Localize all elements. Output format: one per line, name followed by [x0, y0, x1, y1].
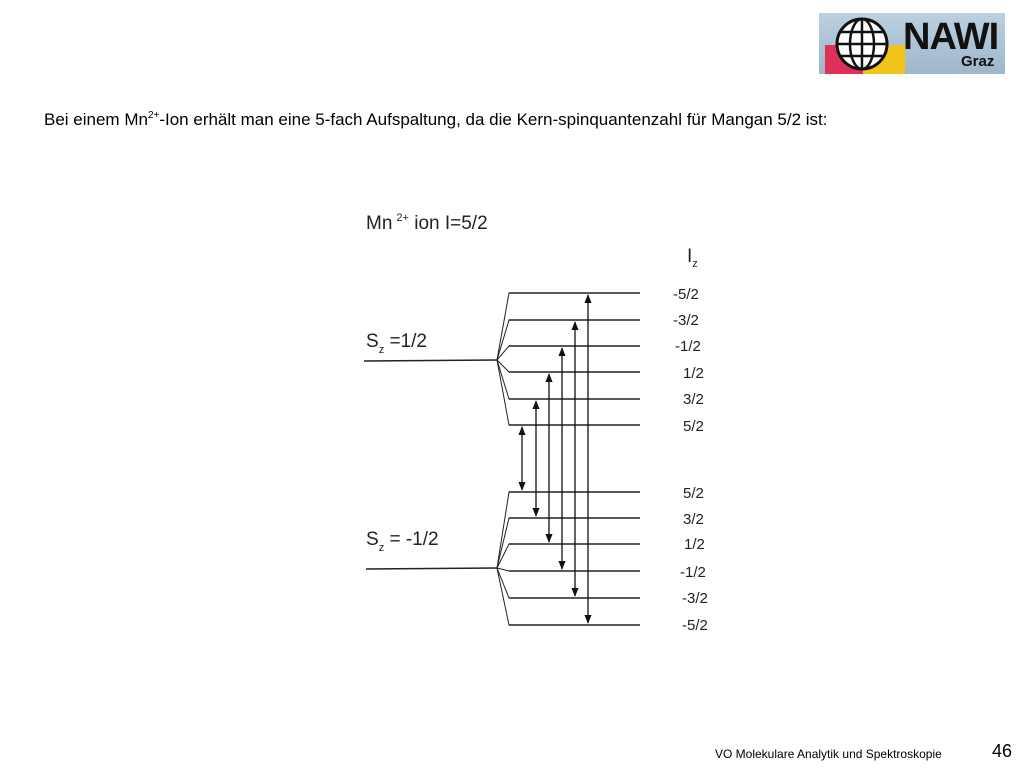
lower-level-label: 5/2 [683, 485, 704, 502]
upper-level-label: 3/2 [683, 391, 704, 408]
logo-subtitle: Graz [961, 53, 995, 70]
lower-level-label: -1/2 [680, 564, 706, 581]
upper-level-labels: -5/2 -3/2 -1/2 1/2 3/2 5/2 [673, 286, 704, 435]
footer-course-title: VO Molekulare Analytik und Spektroskopie [715, 747, 942, 761]
upper-level-label: 5/2 [683, 418, 704, 435]
lower-level-label: -3/2 [682, 590, 708, 607]
nawi-graz-logo: NAWI Graz [819, 13, 1005, 74]
transition-arrows [518, 294, 592, 624]
iz-column-header: Iz [687, 246, 698, 270]
upper-sz-label: Sz =1/2 [366, 331, 427, 356]
headline-post: -Ion erhält man eine 5-fach Aufspaltung,… [159, 110, 828, 129]
headline-sup: 2+ [147, 110, 160, 121]
upper-level-label: -1/2 [675, 338, 701, 355]
lower-level-labels: 5/2 3/2 1/2 -1/2 -3/2 -5/2 [680, 485, 708, 634]
upper-baseline [363, 359, 498, 362]
lower-level-label: -5/2 [682, 617, 708, 634]
lower-sz-label: Sz = -1/2 [366, 529, 439, 554]
page-number: 46 [992, 741, 1013, 761]
lower-level-label: 1/2 [684, 536, 705, 553]
lower-levels [496, 491, 640, 626]
headline-pre: Bei einem Mn [44, 110, 148, 129]
logo-title: NAWI [903, 16, 999, 58]
globe-icon [835, 17, 889, 71]
upper-level-label: 1/2 [683, 365, 704, 382]
upper-level-label: -5/2 [673, 286, 699, 303]
upper-levels [496, 292, 640, 426]
upper-level-label: -3/2 [673, 312, 699, 329]
headline-text: Bei einem Mn2+-Ion erhält man eine 5-fac… [44, 110, 828, 130]
lower-baseline [365, 567, 498, 570]
lower-level-label: 3/2 [683, 511, 704, 528]
